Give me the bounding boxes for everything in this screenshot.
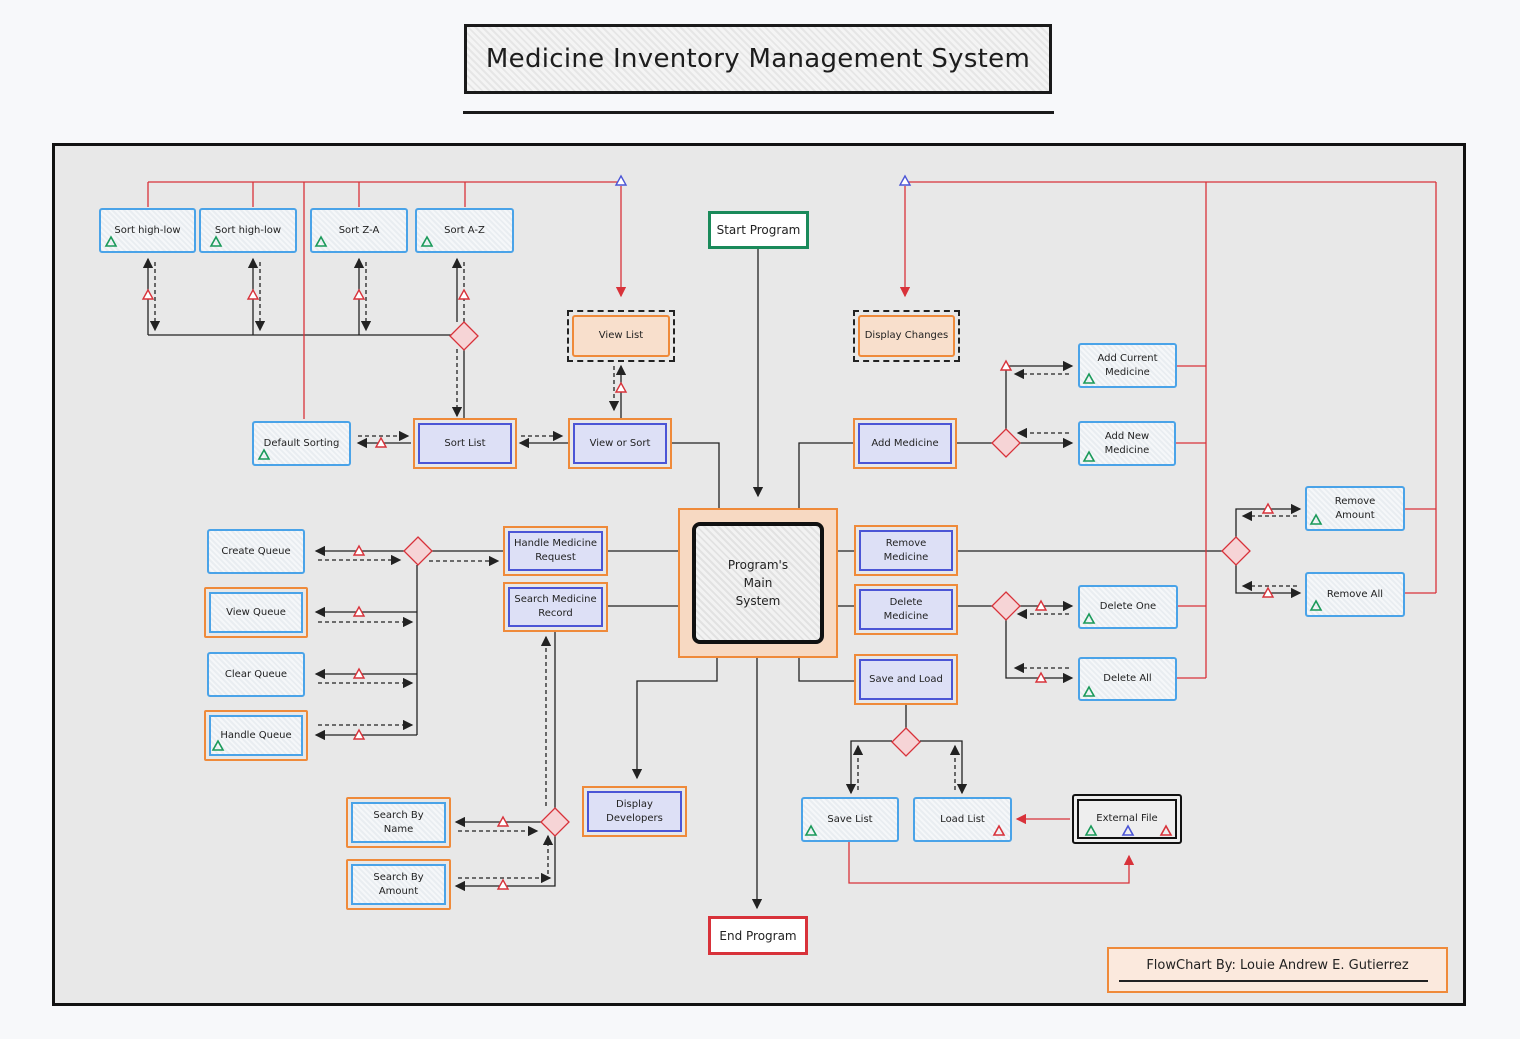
add-new-medicine-node[interactable]: Add New Medicine — [1078, 421, 1176, 466]
display-changes-node[interactable]: Display Changes — [853, 310, 960, 362]
handle-medicine-request-node[interactable]: Handle Medicine Request — [503, 526, 608, 576]
view-or-sort-node[interactable]: View or Sort — [568, 418, 672, 469]
save-and-load-label: Save and Load — [859, 659, 953, 700]
delete-medicine-label: Delete Medicine — [859, 589, 953, 630]
save-and-load-node[interactable]: Save and Load — [854, 654, 958, 705]
delete-medicine-node[interactable]: Delete Medicine — [854, 584, 958, 635]
blue-triangle-markers — [614, 174, 912, 186]
blue-triangle-icon-external — [1121, 824, 1135, 836]
main-system-node[interactable]: Program's Main System — [678, 508, 838, 658]
sort-a-z-node[interactable]: Sort A-Z — [415, 208, 514, 253]
end-program-node[interactable]: End Program — [708, 916, 808, 955]
display-developers-node[interactable]: Display Developers — [582, 786, 687, 837]
remove-medicine-node[interactable]: Remove Medicine — [854, 525, 958, 576]
search-by-amount-label: Search By Amount — [351, 864, 446, 905]
search-by-amount-node[interactable]: Search By Amount — [346, 859, 451, 910]
add-medicine-label: Add Medicine — [858, 423, 952, 464]
main-system-label: Program's Main System — [692, 522, 824, 644]
handle-medicine-request-label: Handle Medicine Request — [508, 531, 603, 571]
view-queue-label: View Queue — [209, 592, 303, 633]
sort-high-low-node-2[interactable]: Sort high-low — [199, 208, 297, 253]
add-current-medicine-node[interactable]: Add Current Medicine — [1078, 343, 1177, 388]
start-program-node[interactable]: Start Program — [708, 211, 809, 249]
sort-list-label: Sort List — [418, 423, 512, 464]
sort-high-low-node-1[interactable]: Sort high-low — [99, 208, 196, 253]
search-medicine-record-node[interactable]: Search Medicine Record — [503, 582, 608, 632]
credit-underline — [1119, 980, 1428, 982]
view-or-sort-label: View or Sort — [573, 423, 667, 464]
display-developers-label: Display Developers — [587, 791, 682, 832]
load-list-node[interactable]: Load List — [913, 797, 1012, 842]
remove-medicine-label: Remove Medicine — [859, 530, 953, 571]
remove-amount-node[interactable]: Remove Amount — [1305, 486, 1405, 531]
red-triangle-icons — [992, 824, 1173, 836]
create-queue-node[interactable]: Create Queue — [207, 529, 305, 574]
credit-box: FlowChart By: Louie Andrew E. Gutierrez — [1107, 947, 1448, 993]
save-list-node[interactable]: Save List — [801, 797, 899, 842]
search-by-name-label: Search By Name — [351, 802, 446, 843]
page-title: Medicine Inventory Management System — [485, 44, 1031, 74]
handle-queue-node[interactable]: Handle Queue — [204, 710, 308, 761]
sort-list-node[interactable]: Sort List — [413, 418, 517, 469]
decision-diamonds — [403, 321, 1251, 837]
red-triangle-markers — [141, 288, 1275, 890]
display-changes-label: Display Changes — [858, 315, 955, 357]
black-connectors — [142, 249, 1302, 910]
view-list-label: View List — [572, 315, 670, 357]
handle-queue-label: Handle Queue — [209, 715, 303, 756]
search-by-name-node[interactable]: Search By Name — [346, 797, 451, 848]
credit-text: FlowChart By: Louie Andrew E. Gutierrez — [1146, 958, 1409, 973]
red-connectors — [147, 181, 1437, 884]
delete-all-node[interactable]: Delete All — [1078, 657, 1177, 701]
clear-queue-node[interactable]: Clear Queue — [207, 652, 305, 697]
view-list-node[interactable]: View List — [567, 310, 675, 362]
title-box: Medicine Inventory Management System — [464, 24, 1052, 94]
search-medicine-record-label: Search Medicine Record — [508, 587, 603, 627]
remove-all-node[interactable]: Remove All — [1305, 572, 1405, 617]
green-triangle-icons — [104, 235, 1323, 836]
view-queue-node[interactable]: View Queue — [204, 587, 308, 638]
external-file-label: External File — [1077, 799, 1177, 839]
delete-one-node[interactable]: Delete One — [1078, 585, 1178, 629]
title-underline — [463, 111, 1054, 114]
add-medicine-node[interactable]: Add Medicine — [853, 418, 957, 469]
